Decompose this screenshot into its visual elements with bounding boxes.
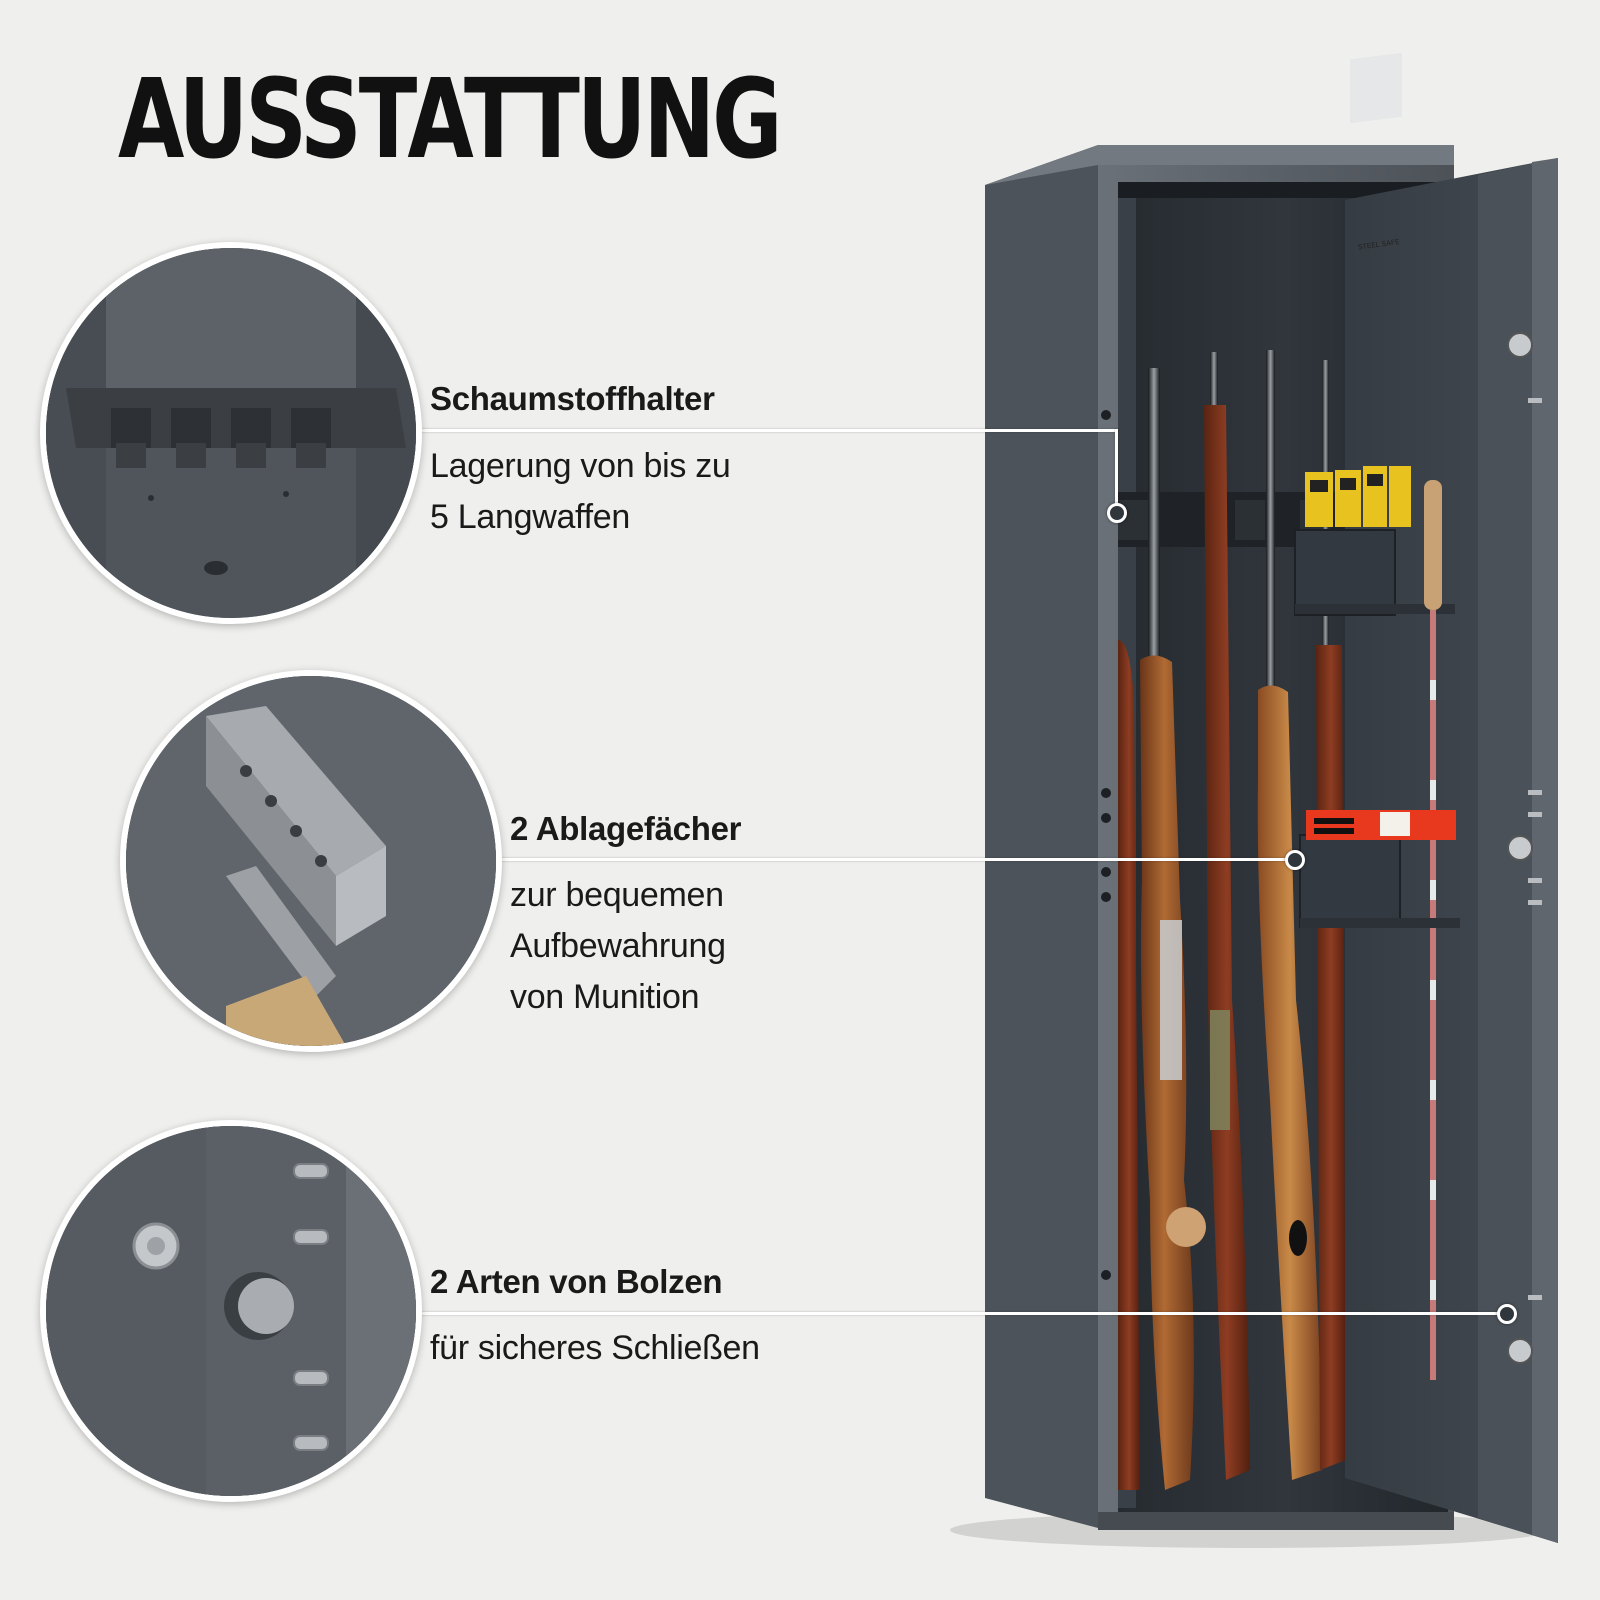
detail-image-bolts [40, 1120, 422, 1502]
callout-dot-shelves [1285, 850, 1305, 870]
feature-desc-foam-holder-line1: Lagerung von bis zu [430, 447, 731, 485]
feature-title-bolts: 2 Arten von Bolzen [430, 1263, 723, 1300]
callout-line-bolts [418, 1312, 1498, 1315]
detail-image-storage-shelves [120, 670, 502, 1052]
callout-line-shelves [496, 858, 1296, 861]
feature-desc-storage-shelves-line1: zur bequemen [510, 876, 724, 914]
detail-image-foam-holder [40, 242, 422, 624]
feature-title-storage-shelves: 2 Ablagefächer [510, 810, 742, 847]
callout-dot-bolts [1497, 1304, 1517, 1324]
callout-line-foam-vertical [1115, 429, 1118, 515]
callout-dot-foam [1107, 503, 1127, 523]
feature-desc-storage-shelves-line3: von Munition [510, 978, 700, 1016]
feature-title-foam-holder: Schaumstoffhalter [430, 380, 715, 417]
callout-line-foam [418, 429, 1118, 432]
page-title: AUSSTATTUNG [118, 55, 783, 183]
feature-desc-foam-holder-line2: 5 Langwaffen [430, 498, 630, 536]
feature-desc-storage-shelves-line2: Aufbewahrung [510, 927, 726, 965]
feature-desc-bolts-line1: für sicheres Schließen [430, 1329, 760, 1367]
safe-label: STEEL SAFE [1358, 238, 1400, 252]
